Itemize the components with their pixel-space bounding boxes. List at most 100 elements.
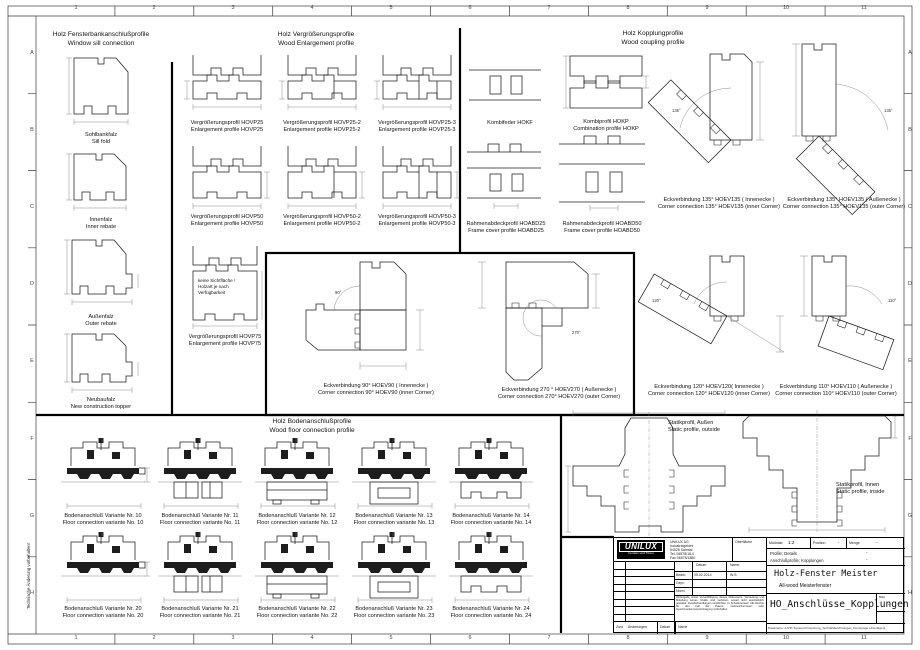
ruler-row: C <box>30 204 34 210</box>
file-path: Dateiname: A:\HK-System\Umsetzung_Techni… <box>768 626 886 630</box>
bearb-name: W.S. <box>730 572 738 577</box>
ruler-row: G <box>29 513 35 519</box>
corner-135-outer-drawing <box>792 43 889 216</box>
corner-label: Eckverbindung 110° HOEV110 ( Außenecke )… <box>775 384 897 398</box>
floor-v13-drawing <box>351 437 437 510</box>
ruler-col: 2 <box>152 635 156 641</box>
blatt-label: Blatt <box>879 594 886 599</box>
ruler-col: 1 <box>74 635 78 641</box>
ruler-row: F <box>30 436 34 442</box>
doc-line2: Anschlußprofile; Kopplungen <box>770 557 824 563</box>
ruler-col: 5 <box>389 635 393 641</box>
company-line: 54528 Salmtal <box>670 548 693 552</box>
ruler-row: H <box>908 590 912 596</box>
ruler-col: 2 <box>152 5 156 11</box>
innenfalz-drawing <box>66 153 127 211</box>
kombifeder-drawing <box>469 69 541 101</box>
ruler-col: 10 <box>782 635 790 641</box>
ruler-col: 10 <box>782 5 790 11</box>
unilux-logo: UNILUX Fenster und Türen <box>617 540 665 559</box>
ruler-col: 8 <box>626 635 630 641</box>
doc-line1: Profile; Details <box>770 550 797 556</box>
hovp50-3-drawing <box>382 145 461 210</box>
company-line: UNILUX AG <box>670 540 689 544</box>
angle-label: 120° <box>652 298 661 303</box>
section-title-coupling: Holz Kopplungprofile Wood coupling profi… <box>621 30 685 46</box>
legal-text: Weitergabe sowie Vervielfältigung dieses… <box>676 596 764 612</box>
side-note: Technische Änderung vorbehalten! <box>26 542 31 610</box>
ruler-col: 9 <box>705 635 709 641</box>
company-line: Industriegebiet <box>670 544 693 548</box>
angle-label: 90° <box>335 290 342 295</box>
massstab-label: Maßstab <box>769 540 783 545</box>
hovp25-3-drawing <box>373 54 452 111</box>
ruler-col: 11 <box>861 5 867 11</box>
section-title-enlargement: Holz Vergrößerungsprofile Wood Enlargeme… <box>277 31 355 47</box>
ruler-col: 8 <box>626 5 630 11</box>
floor-v12-drawing <box>254 437 340 510</box>
floor-v11-drawing <box>157 437 243 510</box>
floor-v22-drawing <box>254 531 340 604</box>
blatt-value: - <box>888 602 890 607</box>
corner-270-drawing <box>478 256 600 384</box>
position-label: Position <box>813 540 826 545</box>
aussenfalz-drawing <box>64 239 139 305</box>
ruler-row: A <box>908 50 912 56</box>
floor-v24-drawing <box>448 531 534 604</box>
doc-dash1: - <box>866 550 868 555</box>
corner-135-inner-drawing <box>647 53 764 164</box>
massstab-value: 1:2 <box>788 539 795 545</box>
ruler-col: 1 <box>74 5 78 11</box>
floor-v23-drawing <box>351 531 437 604</box>
angle-label: 135° <box>672 108 681 113</box>
section-title-sill: Holz Fensterbankanschlußprofile Window s… <box>52 31 150 47</box>
ruler-row: C <box>908 204 912 210</box>
ruler-col: 7 <box>547 5 551 11</box>
ruler-col: 7 <box>547 635 551 641</box>
ruler-row: G <box>907 513 913 519</box>
neubaufalz-drawing <box>64 333 139 393</box>
title-block: UNILUX Fenster und Türen UNILUX AG Indus… <box>613 537 909 634</box>
corner-label: Eckverbindung 120° HOEV120( Innenecke )C… <box>648 384 770 398</box>
ruler-col: 6 <box>468 635 472 641</box>
corner-90-drawing <box>305 261 424 370</box>
oberflaeche-label: Oberfläche <box>735 540 753 544</box>
ruler-col: 3 <box>231 5 235 11</box>
corner-120-drawing <box>637 255 785 353</box>
ruler-row: D <box>30 281 34 287</box>
corner-110-drawing <box>800 255 895 371</box>
ruler-row: F <box>908 436 912 442</box>
abd25-drawing <box>467 143 541 209</box>
angle-label: 135° <box>884 108 893 113</box>
footer-zust: Zust <box>616 625 623 629</box>
hovp75-note: keine Sichtfläche ! Holzart je nach Verf… <box>198 278 236 296</box>
ruler-row: A <box>30 50 34 56</box>
ruler-col: 4 <box>310 5 314 11</box>
company-line: Fax 06578/1880 <box>670 556 696 560</box>
ruler-row: E <box>908 358 912 364</box>
corner-label: Eckverbindung 90° HOEV90 ( Innenecke )Co… <box>318 383 434 397</box>
statik-innen-drawing <box>742 410 898 533</box>
company-line: Tel. 06578/18-0 <box>670 552 695 556</box>
corner-label: Eckverbindung 270 ° HOEV270 ( Außenecke … <box>497 387 621 401</box>
col-datum: Datum <box>696 563 707 567</box>
footer-datum: Datum <box>660 625 671 629</box>
statik-aussen-drawing <box>565 410 726 536</box>
row-bearb: Bearb. <box>676 572 687 577</box>
